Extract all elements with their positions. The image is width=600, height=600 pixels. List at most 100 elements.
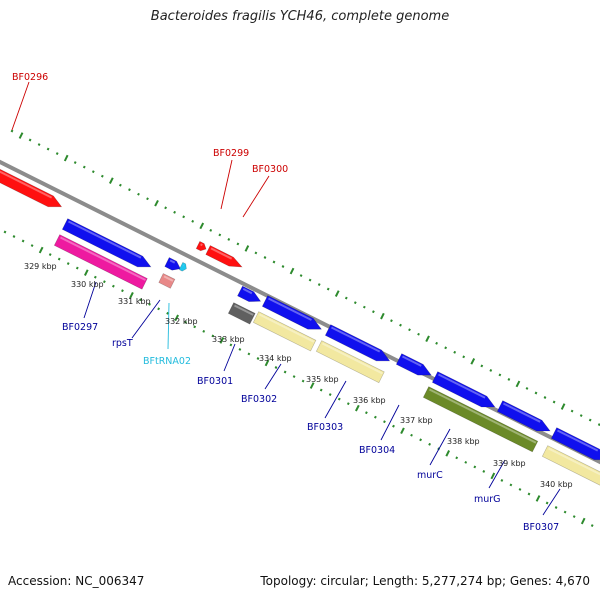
inner-minor-tick bbox=[383, 420, 386, 424]
length-text: Length: 5,277,274 bp bbox=[372, 574, 502, 588]
gene-bftrna02-arrow-highlight bbox=[183, 264, 185, 267]
kbp-label: 334 kbp bbox=[259, 354, 292, 363]
inner-minor-tick bbox=[274, 366, 278, 369]
genome-summary: Topology: circular; Length: 5,277,274 bp… bbox=[260, 574, 590, 588]
outer-minor-tick bbox=[182, 215, 186, 219]
outer-minor-tick bbox=[91, 170, 95, 174]
gene-pink-bar bbox=[158, 273, 176, 289]
gene-bf0304-arrow-highlight bbox=[402, 355, 422, 367]
inner-minor-tick bbox=[527, 492, 531, 496]
inner-minor-tick bbox=[193, 325, 197, 329]
gene-bf0296-arrow bbox=[0, 168, 63, 208]
outer-minor-tick bbox=[507, 377, 511, 381]
outer-minor-tick bbox=[10, 129, 14, 133]
gene-bf0297-bar-highlight bbox=[60, 236, 146, 281]
gene-label: BF0304 bbox=[359, 445, 395, 456]
inner-major-tick bbox=[129, 291, 134, 299]
leader-line bbox=[223, 343, 236, 372]
genes-count-text: Genes: 4,670 bbox=[509, 574, 590, 588]
inner-minor-tick bbox=[139, 298, 142, 302]
inner-minor-tick bbox=[328, 393, 332, 397]
inner-major-tick bbox=[400, 427, 405, 435]
outer-major-tick bbox=[425, 335, 430, 343]
outer-major-tick bbox=[154, 199, 159, 207]
outer-minor-tick bbox=[372, 310, 375, 314]
inner-minor-tick bbox=[93, 275, 97, 279]
kbp-label: 331 kbp bbox=[118, 297, 151, 306]
inner-minor-tick bbox=[57, 257, 61, 261]
inner-minor-tick bbox=[211, 334, 215, 338]
leader-line bbox=[264, 363, 282, 390]
outer-minor-tick bbox=[82, 165, 86, 169]
outer-minor-tick bbox=[227, 237, 231, 241]
leader-line bbox=[131, 299, 161, 339]
outer-minor-tick bbox=[462, 355, 466, 359]
kbp-label: 330 kbp bbox=[71, 280, 104, 289]
accession-text: Accession: NC_006347 bbox=[8, 574, 145, 588]
outer-minor-tick bbox=[552, 400, 556, 404]
outer-major-tick bbox=[380, 312, 385, 320]
kbp-label: 329 kbp bbox=[24, 262, 57, 271]
outer-minor-tick bbox=[326, 287, 330, 291]
gene-blue-arrow-highlight bbox=[68, 220, 142, 259]
outer-minor-tick bbox=[362, 305, 366, 309]
gene-blue-arrow bbox=[237, 285, 262, 302]
topology-text: Topology: circular bbox=[260, 574, 365, 588]
label-leader-lines bbox=[11, 81, 561, 516]
outer-minor-tick bbox=[525, 387, 529, 390]
gene-bf0297-bar bbox=[53, 234, 148, 290]
gene-blue-arrow-highlight bbox=[242, 288, 253, 295]
gene-bf0303-bar bbox=[315, 340, 385, 384]
gene-bf0307-arrow bbox=[550, 427, 600, 461]
leader-line bbox=[220, 159, 233, 210]
outer-minor-tick bbox=[191, 219, 195, 223]
outer-minor-tick bbox=[263, 256, 267, 259]
outer-minor-tick bbox=[272, 260, 276, 264]
outer-minor-tick bbox=[344, 296, 348, 300]
leader-line bbox=[488, 459, 506, 489]
leader-line bbox=[11, 81, 30, 131]
gene-label: rpsT bbox=[112, 338, 133, 349]
inner-minor-tick bbox=[482, 469, 486, 473]
outer-minor-tick bbox=[218, 233, 222, 237]
inner-minor-tick bbox=[229, 343, 233, 347]
gene-bf0301-bar-highlight bbox=[234, 304, 254, 316]
inner-minor-tick bbox=[473, 465, 477, 469]
gene-bf0304-arrow bbox=[395, 353, 432, 376]
gene-bf0299-arrow bbox=[195, 240, 207, 252]
leader-line bbox=[242, 175, 270, 218]
gene-rpst-arrow bbox=[164, 257, 181, 271]
leader-line bbox=[83, 281, 97, 319]
kbp-label: 338 kbp bbox=[447, 437, 480, 446]
outer-major-tick bbox=[63, 154, 69, 162]
inner-minor-tick bbox=[3, 230, 7, 234]
outer-major-tick bbox=[18, 132, 24, 139]
outer-minor-tick bbox=[281, 265, 285, 268]
inner-minor-tick bbox=[256, 357, 260, 360]
kbp-label: 340 kbp bbox=[540, 480, 573, 489]
gene-bf0303-bar-highlight bbox=[322, 342, 383, 375]
outer-major-tick bbox=[470, 358, 476, 365]
inner-minor-tick bbox=[301, 379, 305, 383]
inner-minor-tick bbox=[563, 510, 567, 514]
gene-bf0303-arrow-highlight bbox=[331, 326, 381, 353]
inner-minor-tick bbox=[590, 524, 594, 528]
inner-minor-tick bbox=[518, 488, 522, 491]
gene-label: BF0300 bbox=[252, 164, 288, 175]
outer-major-tick bbox=[109, 177, 114, 184]
outer-minor-tick bbox=[55, 152, 59, 156]
outer-major-tick bbox=[560, 403, 566, 410]
outer-minor-tick bbox=[588, 418, 592, 422]
outer-minor-tick bbox=[453, 350, 457, 354]
inner-major-tick bbox=[445, 450, 450, 457]
gene-bf0296-arrow-highlight bbox=[0, 170, 53, 199]
gene-label: murC bbox=[417, 470, 443, 481]
inner-minor-tick bbox=[292, 375, 296, 378]
inner-minor-tick bbox=[121, 289, 124, 293]
gene-murc-arrow bbox=[431, 371, 496, 408]
leader-line bbox=[429, 428, 451, 466]
gene-bf0307-bar-highlight bbox=[548, 447, 600, 476]
outer-major-tick bbox=[334, 290, 340, 297]
